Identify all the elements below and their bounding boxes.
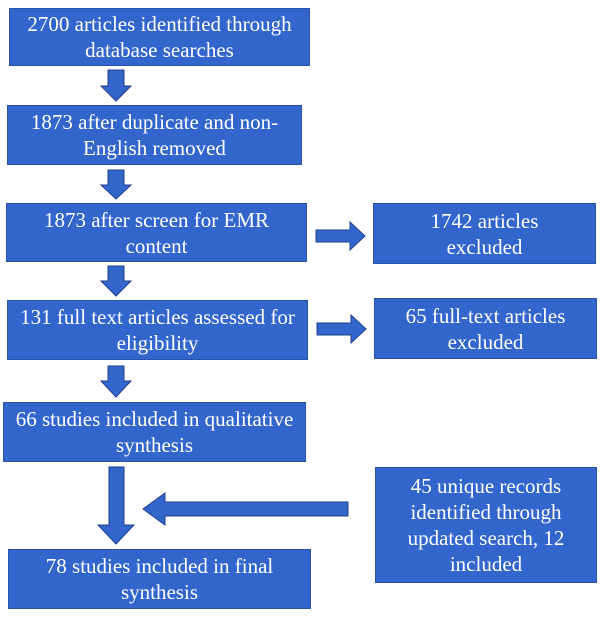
down-arrow-5 [96, 466, 136, 545]
final-box: 78 studies included in final synthesis [8, 549, 311, 609]
down-arrow-3 [99, 265, 133, 297]
right-arrow-1 [315, 220, 366, 252]
down-arrow-2 [99, 169, 133, 200]
screened-text: 1873 after screen for EMR content [43, 207, 270, 258]
qualitative-box: 66 studies included in qualitative synth… [3, 402, 306, 462]
down-arrow-4 [99, 365, 133, 398]
assessed-text: 131 full text articles assessed for elig… [20, 305, 295, 355]
screen-excluded-box: 1742 articles excluded [373, 203, 596, 264]
right-arrow-2 [316, 313, 367, 345]
fulltext-excluded-text: 65 full-text articles excluded [405, 303, 566, 354]
identified-text: 2700 articles identified through databas… [27, 12, 292, 62]
screened-box: 1873 after screen for EMR content [6, 203, 307, 262]
down-arrow-1 [99, 69, 133, 102]
deduplicated-text: 1873 after duplicate and non-English rem… [30, 110, 279, 160]
updated-search-box: 45 unique records identified through upd… [375, 467, 597, 583]
updated-search-text: 45 unique records identified through upd… [407, 474, 565, 576]
screen-excluded-text: 1742 articles excluded [430, 208, 539, 259]
assessed-box: 131 full text articles assessed for elig… [7, 300, 308, 360]
identified-box: 2700 articles identified through databas… [9, 8, 310, 66]
deduplicated-box: 1873 after duplicate and non-English rem… [7, 105, 302, 165]
fulltext-excluded-box: 65 full-text articles excluded [374, 298, 597, 359]
final-text: 78 studies included in final synthesis [45, 554, 274, 604]
left-arrow [142, 492, 349, 526]
qualitative-text: 66 studies included in qualitative synth… [15, 407, 294, 457]
